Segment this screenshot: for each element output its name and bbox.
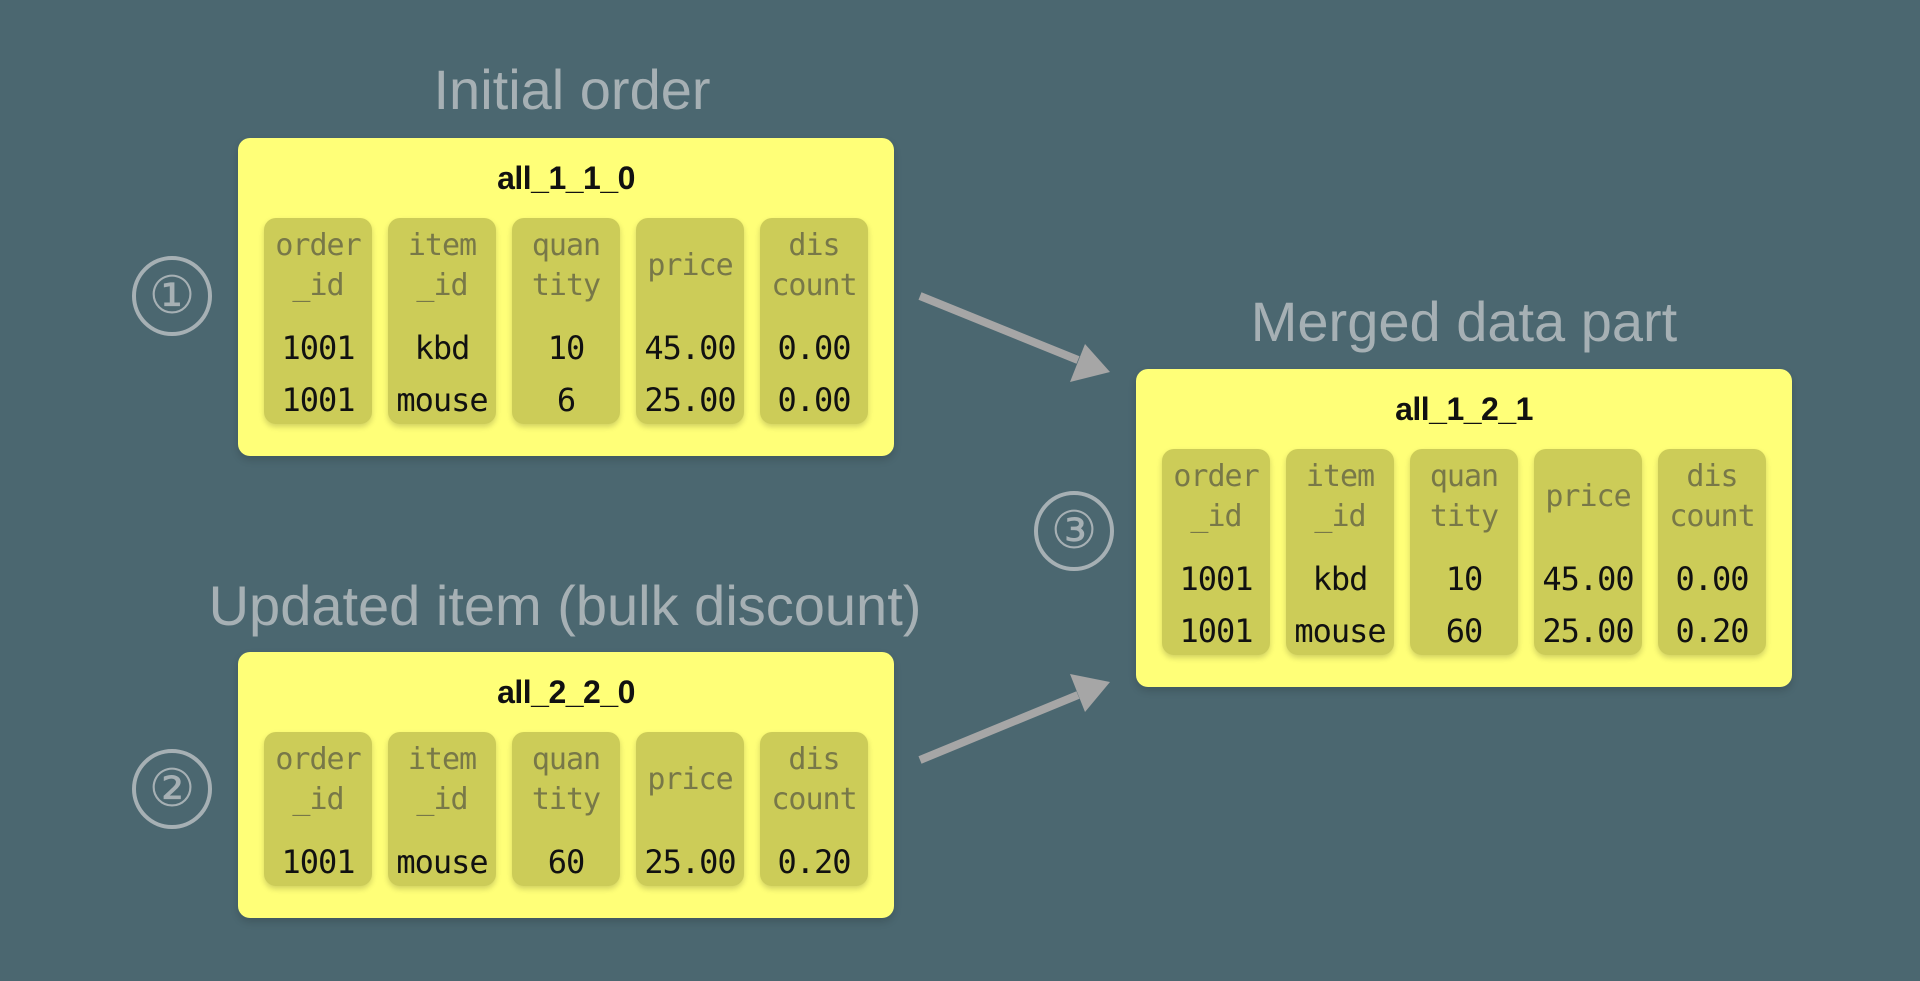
column-value: 60 [547,843,586,881]
column-value: 1001 [281,381,355,419]
arrow-updated-to-merged [918,674,1110,764]
column-value: 1001 [1179,560,1253,598]
column-header: dis count [1669,459,1755,534]
column-header: order _id [1173,459,1259,534]
arrow-initial-to-merged [918,292,1110,382]
column-header: order _id [275,228,361,303]
column-value: 10 [547,329,586,367]
column-value: 6 [556,381,576,419]
column-value: 1001 [281,843,355,881]
column-header: item _id [1305,459,1375,534]
column-card: order _id 1001 1001 [1162,449,1270,655]
merged-part-title: Merged data part [1250,290,1678,353]
column-card: quan tity 60 [512,732,620,886]
updated-item-title: Updated item (bulk discount) [208,574,922,637]
column-value: 0.20 [777,843,851,881]
column-card: order _id 1001 1001 [264,218,372,424]
step-2-marker: ② [132,749,212,829]
column-value: 0.00 [777,381,851,419]
column-value: 1001 [281,329,355,367]
column-card: price 45.00 25.00 [1534,449,1642,655]
column-value: 0.20 [1675,612,1749,650]
column-card: price 45.00 25.00 [636,218,744,424]
column-header: quan tity [531,742,601,817]
column-header: order _id [275,742,361,817]
column-card: price 25.00 [636,732,744,886]
column-header: dis count [771,742,857,817]
column-card: quan tity 10 60 [1410,449,1518,655]
column-value: 25.00 [1542,612,1634,650]
column-value: mouse [396,843,488,881]
column-card: dis count 0.00 0.00 [760,218,868,424]
column-value: mouse [1294,612,1386,650]
column-card: order _id 1001 [264,732,372,886]
column-header: price [1545,479,1631,514]
initial-order-title: Initial order [433,58,711,121]
column-header: item _id [407,742,477,817]
column-value: kbd [414,329,471,367]
column-card: quan tity 10 6 [512,218,620,424]
column-header: price [647,248,733,283]
column-card: dis count 0.00 0.20 [1658,449,1766,655]
part-name: all_2_2_0 [497,674,635,710]
part-name: all_1_1_0 [497,160,635,196]
step-3-marker: ③ [1034,491,1114,571]
column-header: dis count [771,228,857,303]
column-value: mouse [396,381,488,419]
column-value: 10 [1445,560,1484,598]
column-header: price [647,762,733,797]
column-header: quan tity [1429,459,1499,534]
column-value: 45.00 [1542,560,1634,598]
column-header: quan tity [531,228,601,303]
column-header: item _id [407,228,477,303]
part-name: all_1_2_1 [1395,391,1533,427]
column-card: dis count 0.20 [760,732,868,886]
column-value: 1001 [1179,612,1253,650]
column-value: 25.00 [644,843,736,881]
column-value: 45.00 [644,329,736,367]
column-value: kbd [1312,560,1369,598]
column-value: 25.00 [644,381,736,419]
step-1-marker: ① [132,256,212,336]
column-value: 60 [1445,612,1484,650]
column-value: 0.00 [1675,560,1749,598]
column-value: 0.00 [777,329,851,367]
